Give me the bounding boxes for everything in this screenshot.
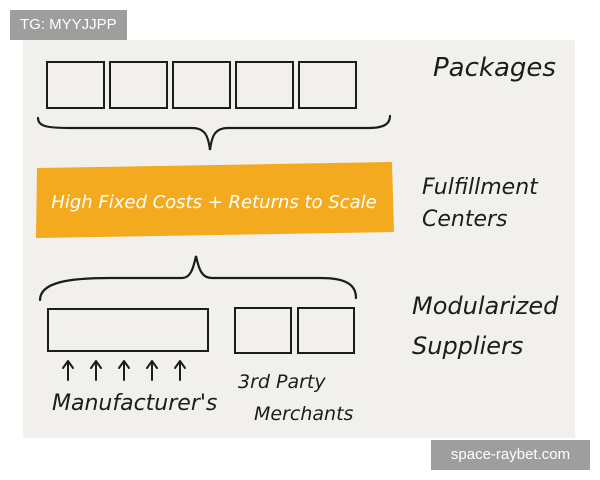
label-manufacturers: Manufacturer's (52, 391, 217, 416)
top-watermark-text: TG: MYYJJPP (20, 16, 117, 33)
supplier-boxes (234, 307, 355, 354)
fulfillment-bar (36, 162, 394, 238)
label-fulfillment-2: Centers (422, 207, 508, 232)
package-box (298, 61, 357, 109)
package-boxes (46, 61, 357, 109)
merchant-box (297, 307, 355, 354)
package-box (109, 61, 168, 109)
bottom-watermark-text: space-raybet.com (450, 446, 571, 463)
up-arrow-icon (174, 360, 186, 381)
label-fulfillment-1: Fulfillment (422, 175, 539, 200)
bar-text: High Fixed Costs + Returns to Scale (51, 192, 376, 213)
up-arrow-icon (62, 360, 74, 381)
label-merchants-2: Merchants (254, 403, 354, 425)
manufacturer-arrows (62, 360, 186, 381)
label-suppliers-2: Suppliers (412, 332, 523, 360)
bottom-watermark-tag: space-raybet.com (431, 440, 590, 470)
package-box (172, 61, 231, 109)
package-box (235, 61, 294, 109)
manufacturers-box (47, 308, 209, 352)
suppliers-brace (38, 255, 358, 302)
up-arrow-icon (146, 360, 158, 381)
packages-brace (36, 114, 392, 151)
package-box (46, 61, 105, 109)
up-arrow-icon (90, 360, 102, 381)
merchant-box (234, 307, 292, 354)
label-merchants-1: 3rd Party (238, 371, 326, 393)
up-arrow-icon (118, 360, 130, 381)
top-watermark-tag: TG: MYYJJPP (10, 10, 127, 40)
label-suppliers-1: Modularized (412, 292, 559, 320)
label-packages: Packages (433, 53, 556, 83)
